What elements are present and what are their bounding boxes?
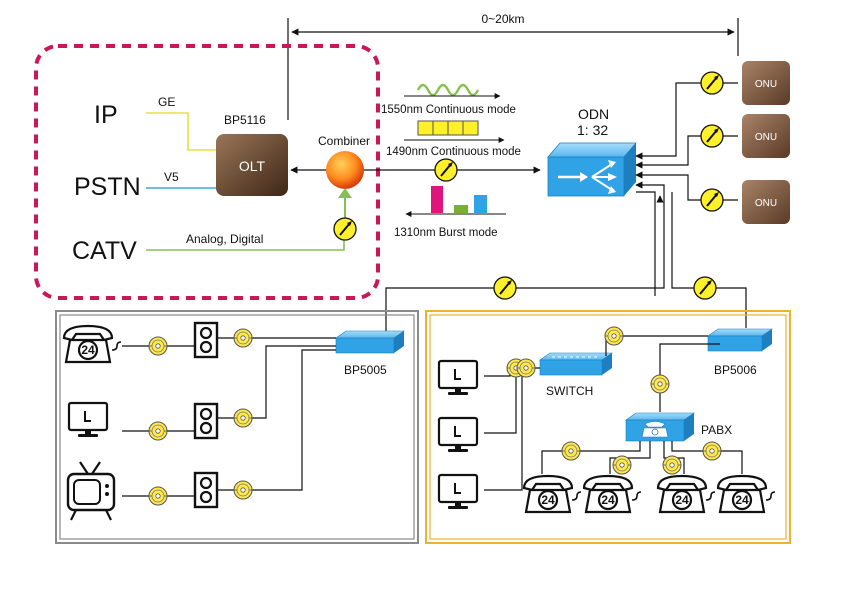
phone2-splice-icon — [612, 455, 632, 475]
pabx-label: PABX — [701, 423, 732, 437]
olt-device — [216, 134, 288, 196]
switch-uplink-splice-icon — [604, 326, 624, 346]
wavelength-1490: 1490nm Continuous mode — [386, 120, 521, 158]
ge-link-line — [146, 112, 218, 151]
phone1-splice-icon — [561, 441, 581, 461]
switch-label: SWITCH — [546, 384, 593, 398]
right-phone-2-number: 24 — [601, 493, 615, 507]
right-phone-1: 24 — [522, 474, 583, 514]
onu-3-label: ONU — [755, 198, 777, 209]
left-phone-number: 24 — [81, 343, 95, 357]
left-tv-icon — [66, 461, 116, 521]
left-phone-splice2-icon — [233, 328, 253, 348]
catv-up-arrowhead — [338, 188, 352, 198]
left-tv-socket-icon — [193, 471, 219, 509]
odn-splitter-device — [547, 142, 637, 197]
odn-onu1-line — [635, 82, 738, 160]
left-row-tv — [66, 349, 336, 521]
combiner-node — [326, 151, 364, 189]
bp5006-fiber-meter-icon — [693, 276, 717, 300]
service-ip-label: IP — [94, 101, 118, 129]
right-pc-1-icon — [437, 359, 479, 397]
wave-1550-icon — [416, 83, 480, 97]
wavelength-1550-label: 1550nm Continuous mode — [381, 104, 516, 116]
v5-label: V5 — [164, 170, 179, 184]
analog-digital-label: Analog, Digital — [186, 232, 263, 246]
wavelength-1310-label: 1310nm Burst mode — [394, 227, 498, 239]
service-catv-label: CATV — [72, 237, 137, 265]
onu1-meter-icon — [700, 71, 724, 95]
phone3-splice-icon — [662, 455, 682, 475]
wavelength-1310: 1310nm Burst mode — [394, 186, 506, 239]
wavelength-1490-label: 1490nm Continuous mode — [386, 146, 521, 158]
combiner-label: Combiner — [318, 134, 370, 148]
odn-to-bp5005-line — [385, 181, 665, 336]
bp5006-label: BP5006 — [714, 363, 757, 377]
catv-meter-icon — [333, 217, 357, 241]
right-phone-2: 24 — [582, 474, 643, 514]
right-pc-2 — [437, 372, 517, 454]
odn-to-bp5006-line — [636, 191, 747, 328]
right-pc-3 — [437, 372, 523, 511]
bp5005-fiber-meter-icon — [493, 276, 517, 300]
left-premises-box — [55, 310, 419, 544]
burst-bar-1 — [431, 186, 443, 213]
distance-label: 0~20km — [481, 12, 524, 26]
right-phone-3-number: 24 — [675, 493, 689, 507]
right-pc-2-icon — [437, 416, 479, 454]
left-pc-socket-icon — [193, 402, 219, 440]
left-phone-splice-icon — [148, 336, 168, 356]
onu-1: ONU — [742, 61, 790, 105]
odn-ratio: 1: 32 — [577, 122, 608, 138]
wavelength-1550: 1550nm Continuous mode — [381, 83, 516, 116]
left-pc-splice2-icon — [233, 408, 253, 428]
onu-1-label: ONU — [755, 79, 777, 90]
right-phone-3: 24 — [656, 474, 717, 514]
headend-dashed-boundary — [34, 44, 380, 300]
right-phone-1-number: 24 — [541, 493, 555, 507]
pabx-device — [625, 412, 695, 442]
bp5006-device — [707, 328, 773, 352]
right-pc-3-icon — [437, 473, 479, 511]
right-premises-box — [425, 310, 791, 544]
left-row-phone: 24 — [62, 321, 336, 364]
service-pstn-label: PSTN — [74, 173, 141, 201]
olt-model-label: BP5116 — [224, 113, 266, 127]
left-pc-splice-icon — [148, 421, 168, 441]
burst-bar-2 — [454, 205, 468, 213]
odn-title: ODN — [578, 106, 609, 122]
onu3-meter-icon — [700, 188, 724, 212]
left-phone-socket-icon — [193, 321, 219, 359]
olt-label: OLT — [239, 158, 266, 174]
right-phone-4: 24 — [716, 474, 777, 514]
bp5005-device — [335, 330, 405, 354]
distance-dimension: 0~20km — [287, 12, 739, 120]
onu2-meter-icon — [700, 124, 724, 148]
catv-link-line — [146, 240, 345, 251]
bp5005-label: BP5005 — [344, 363, 387, 377]
left-row-pc — [67, 345, 336, 441]
left-pc-icon — [67, 401, 109, 439]
left-tv-splice2-icon — [233, 480, 253, 500]
right-phone-4-number: 24 — [735, 493, 749, 507]
ge-label: GE — [158, 95, 175, 109]
onu-2: ONU — [742, 114, 790, 158]
pabx-uplink-splice-icon — [650, 374, 670, 394]
switch-device — [539, 352, 613, 376]
phone4-splice-icon — [702, 441, 722, 461]
main-fiber-meter-icon — [434, 158, 458, 182]
left-tv-splice-icon — [148, 486, 168, 506]
onu-2-label: ONU — [755, 132, 777, 143]
switch-input-splice-b-icon — [516, 358, 536, 378]
onu-3: ONU — [742, 180, 790, 224]
burst-bar-3 — [474, 195, 487, 213]
